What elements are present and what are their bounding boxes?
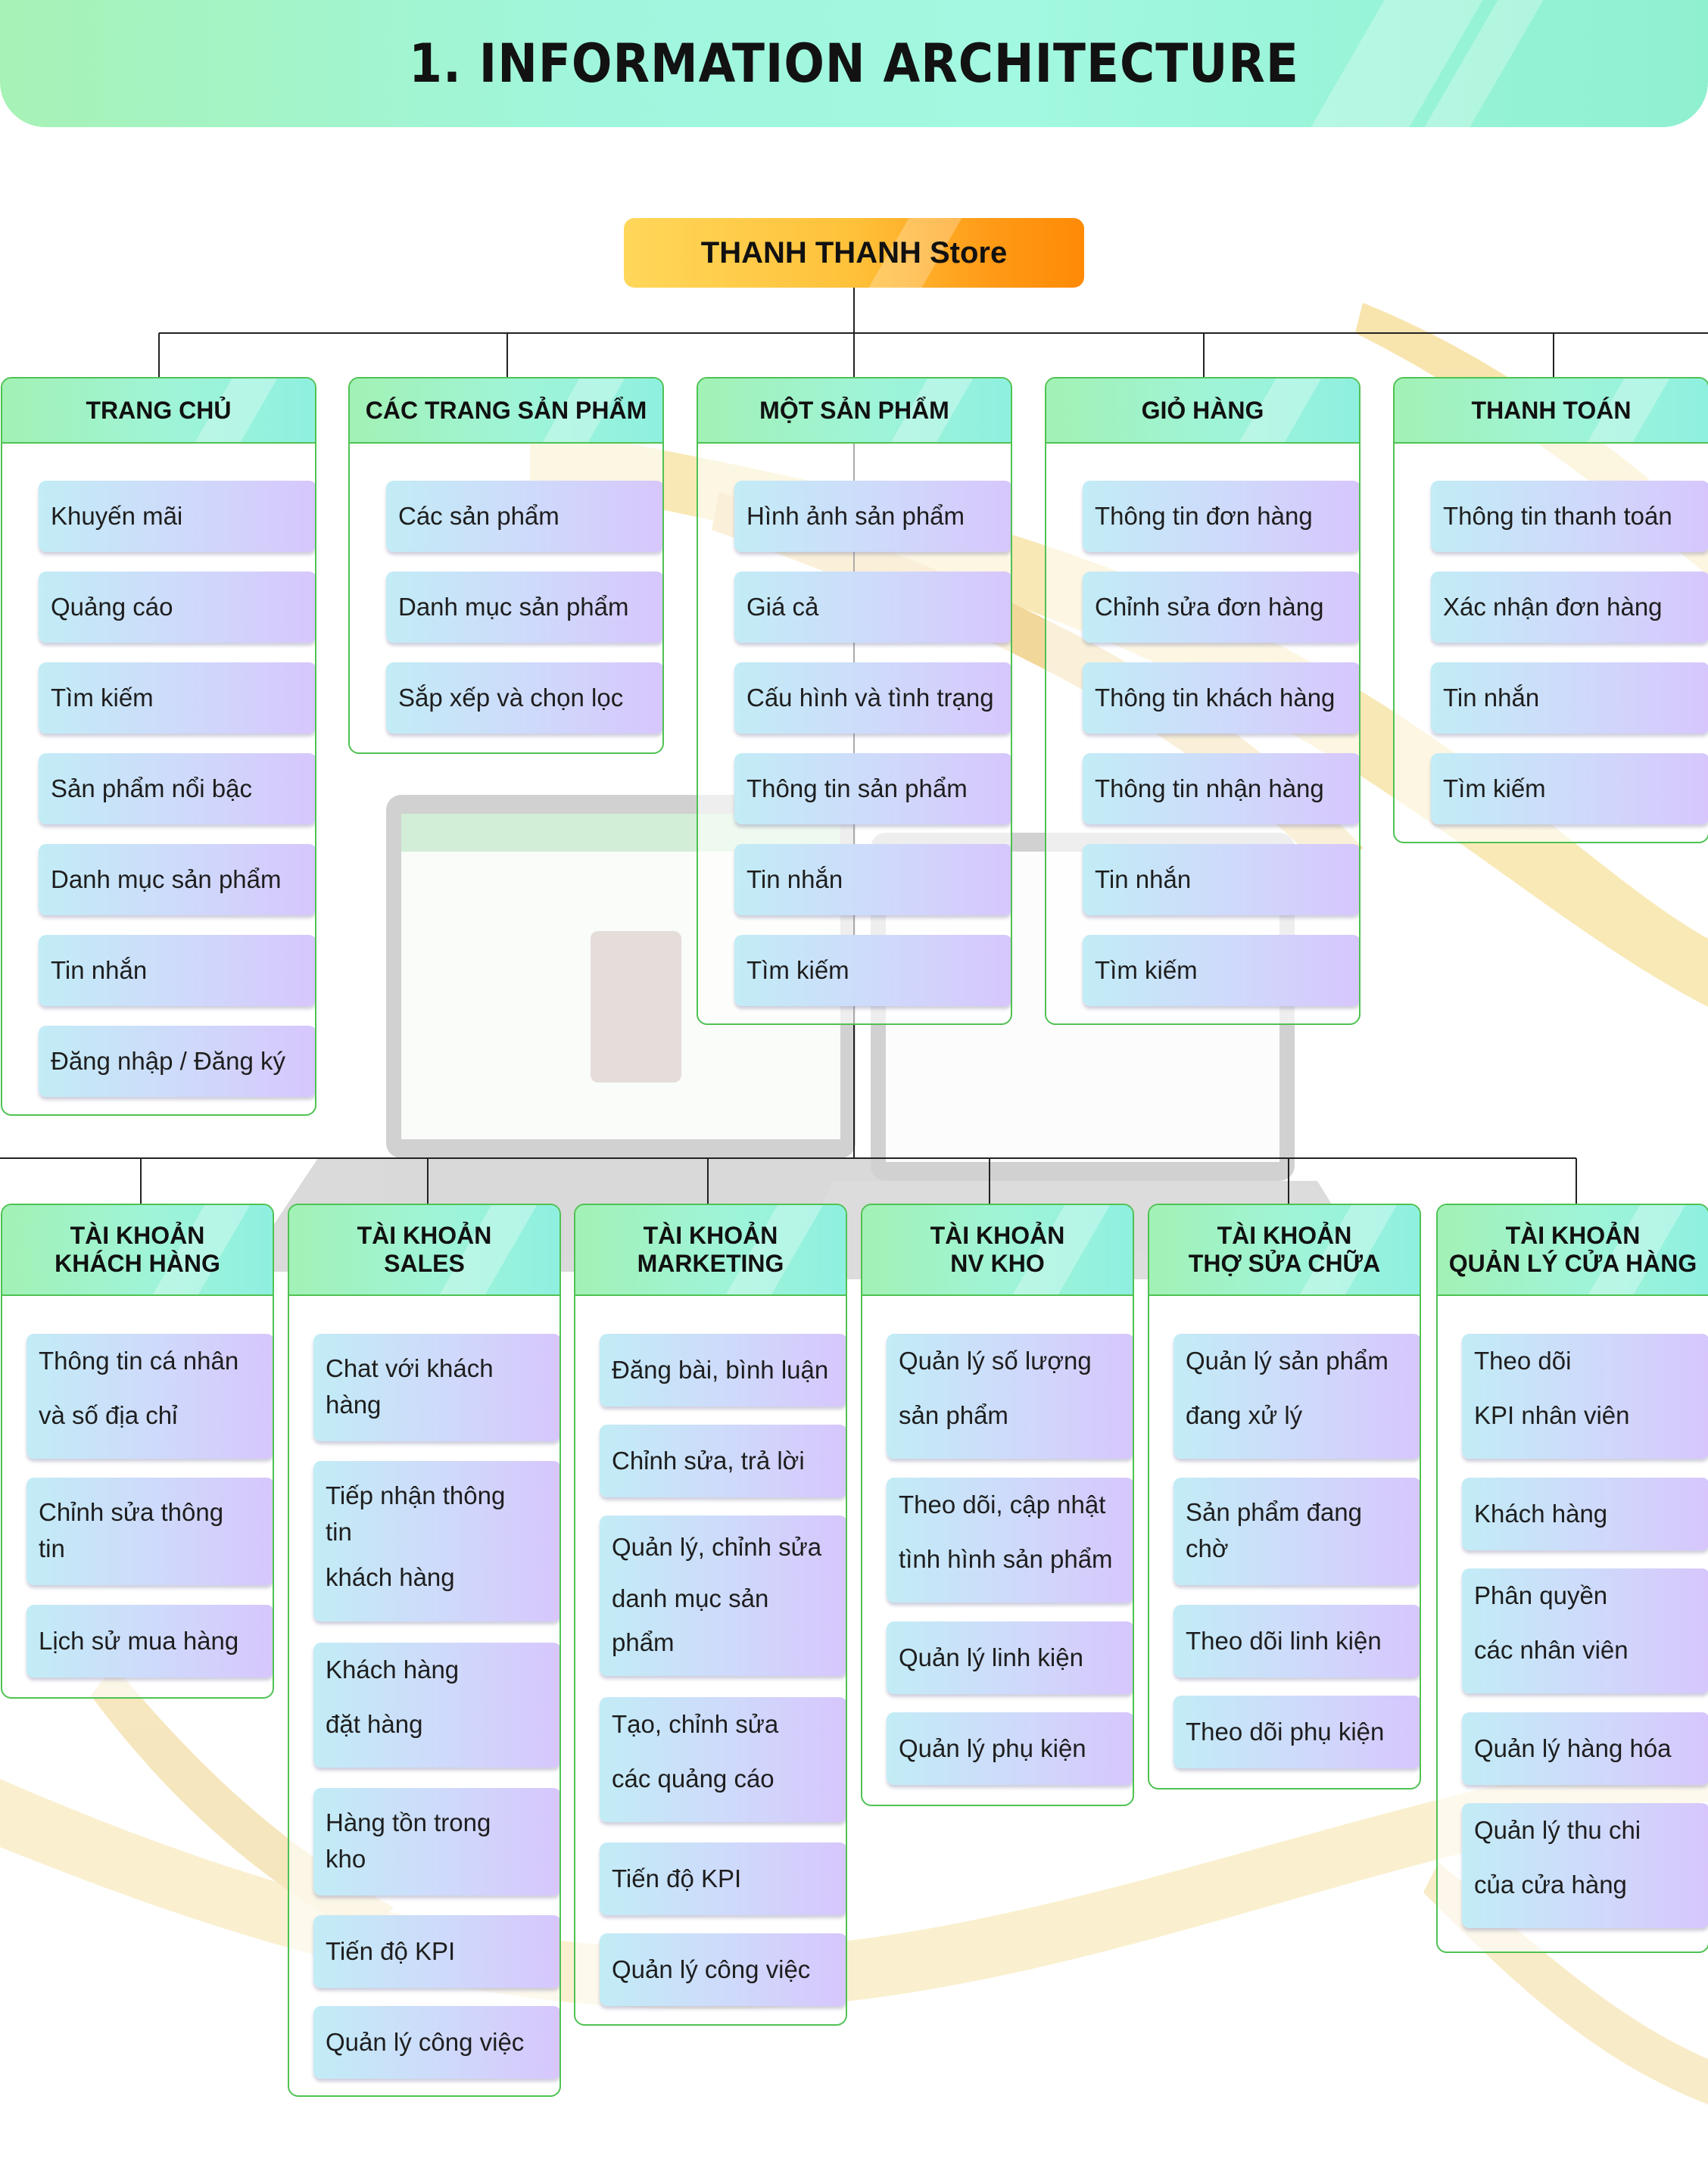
title-banner: 1. INFORMATION ARCHITECTURE — [0, 0, 1708, 127]
list-item: Cấu hình và tình trạng — [734, 662, 1011, 734]
list-item: Các sản phẩm — [386, 481, 662, 552]
section-header: MỘT SẢN PHẨM — [698, 378, 1011, 444]
root-node: THANH THANH Store — [624, 218, 1084, 288]
list-item: Thông tin nhận hàng — [1083, 753, 1359, 824]
list-item: Tìm kiếm — [734, 935, 1011, 1006]
root-label: THANH THANH Store — [700, 235, 1008, 269]
list-item: Đăng bài, bình luận — [600, 1334, 846, 1406]
list-item: Khuyến mãi — [39, 481, 315, 552]
page-title: 1. INFORMATION ARCHITECTURE — [409, 33, 1299, 95]
list-item: Xác nhận đơn hàng — [1431, 572, 1708, 643]
list-item: Quản lý công việc — [600, 1933, 846, 2006]
section-trang-chu: TRANG CHỦ Khuyến mãi Quảng cáo Tìm kiếm … — [1, 377, 316, 1116]
section-header: TRANG CHỦ — [2, 378, 315, 444]
list-item: Tiến độ KPI — [600, 1842, 846, 1915]
section-header: GIỎ HÀNG — [1046, 378, 1359, 444]
list-item: Chỉnh sửa, trả lời — [600, 1425, 846, 1497]
list-item: Chỉnh sửa đơn hàng — [1083, 572, 1359, 643]
list-item: Thông tin đơn hàng — [1083, 481, 1359, 552]
list-item: Tin nhắn — [39, 935, 315, 1006]
list-item: Tìm kiếm — [39, 662, 315, 734]
list-item: Quản lý hàng hóa — [1462, 1712, 1708, 1785]
list-item: Đăng nhập / Đăng ký — [39, 1026, 315, 1097]
list-item: Lịch sử mua hàng — [26, 1605, 273, 1677]
list-item: Theo dõi phụ kiện — [1173, 1696, 1420, 1768]
list-item: Tin nhắn — [1431, 662, 1708, 734]
list-item: Theo dõi linh kiện — [1173, 1605, 1420, 1677]
list-item: Quản lý phụ kiện — [887, 1712, 1133, 1785]
section-header: THANH TOÁN — [1395, 378, 1708, 444]
list-item: Tìm kiếm — [1083, 935, 1359, 1006]
section-cac-trang-san-pham: CÁC TRANG SẢN PHẨM Các sản phẩm Danh mục… — [348, 377, 664, 754]
list-item: Khách hàng — [1462, 1478, 1708, 1550]
list-item: Quản lý linh kiện — [887, 1621, 1133, 1694]
list-item: Quản lý công việc — [313, 2006, 559, 2079]
section-mot-san-pham: MỘT SẢN PHẨM Hình ảnh sản phẩm Giá cả Cấ… — [697, 377, 1012, 1025]
list-item: Sắp xếp và chọn lọc — [386, 662, 662, 734]
list-item: Danh mục sản phẩm — [386, 572, 662, 643]
list-item: Giá cả — [734, 572, 1011, 643]
section-thanh-toan: THANH TOÁN Thông tin thanh toán Xác nhận… — [1393, 377, 1708, 843]
list-item: Sản phẩm nổi bậc — [39, 753, 315, 824]
list-item: Tìm kiếm — [1431, 753, 1708, 824]
list-item: Tin nhắn — [734, 844, 1011, 915]
list-item: Quảng cáo — [39, 572, 315, 643]
list-item: Thông tin sản phẩm — [734, 753, 1011, 824]
list-item: Thông tin thanh toán — [1431, 481, 1708, 552]
list-item: Tiến độ KPI — [313, 1915, 559, 1988]
section-gio-hang: GIỎ HÀNG Thông tin đơn hàng Chỉnh sửa đơ… — [1045, 377, 1360, 1025]
list-item: Hình ảnh sản phẩm — [734, 481, 1011, 552]
section-header: CÁC TRANG SẢN PHẨM — [350, 378, 662, 444]
list-item: Tin nhắn — [1083, 844, 1359, 915]
list-item: Thông tin khách hàng — [1083, 662, 1359, 734]
list-item: Danh mục sản phẩm — [39, 844, 315, 915]
